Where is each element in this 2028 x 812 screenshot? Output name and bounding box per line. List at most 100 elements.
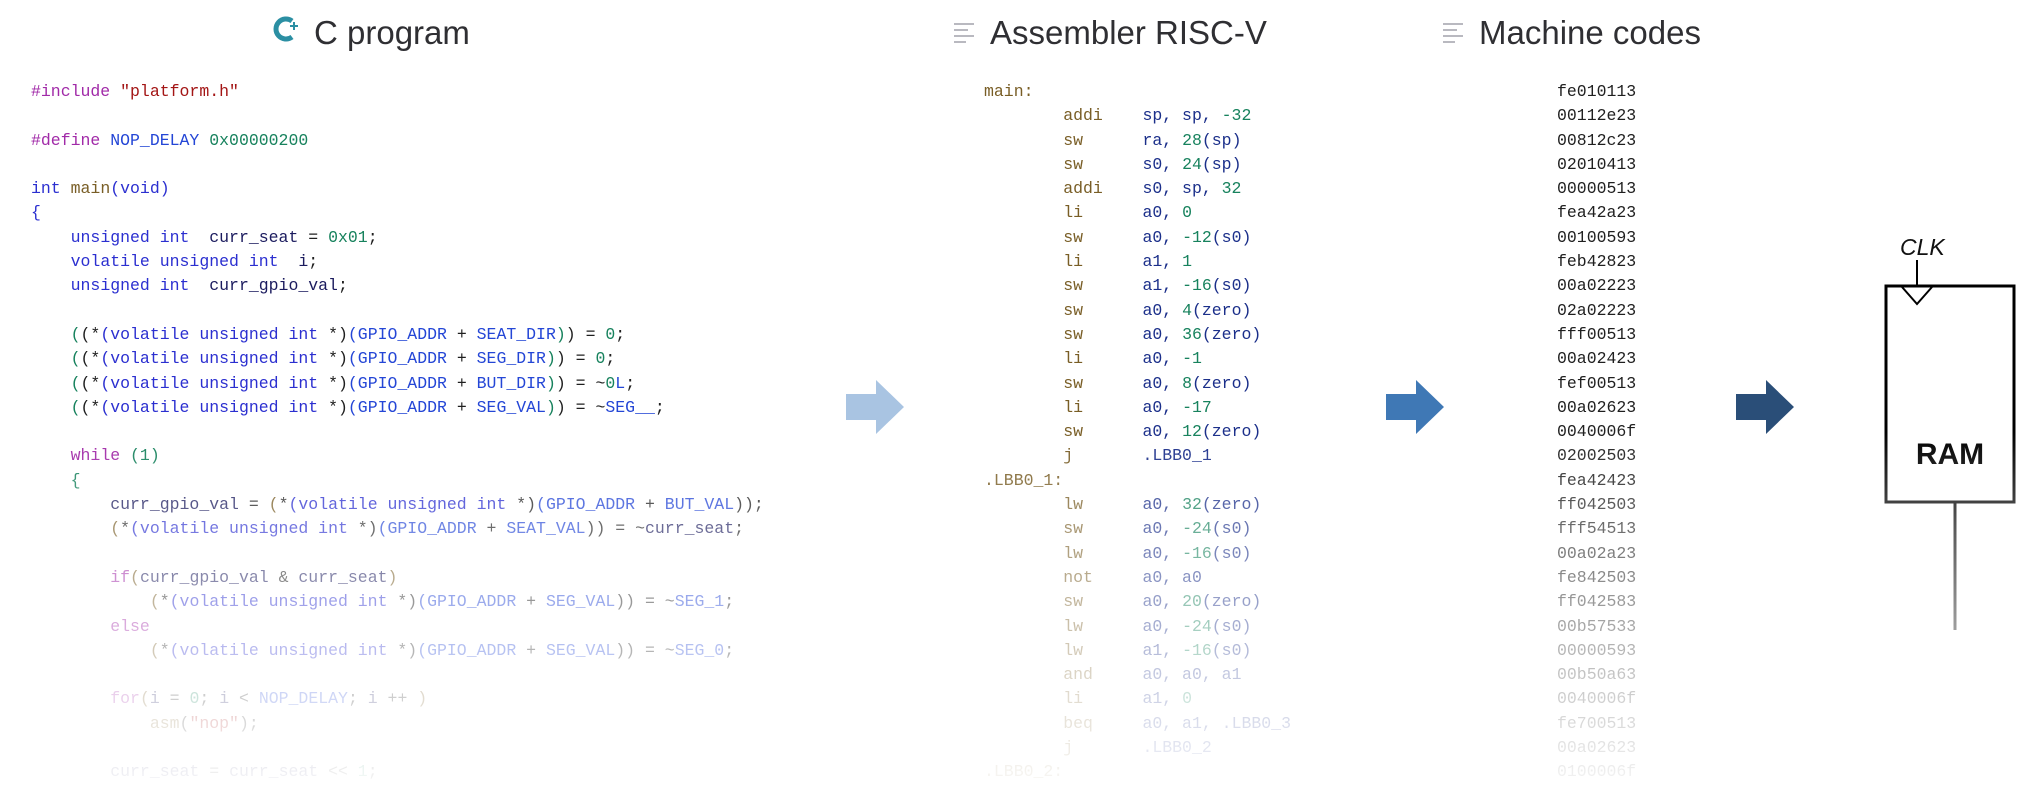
- code-token: +: [516, 592, 546, 612]
- code-token: [1103, 106, 1143, 125]
- code-token: [1103, 179, 1143, 198]
- assembler-line: lw a1, -16(s0): [984, 639, 1291, 663]
- code-token: +: [476, 519, 507, 539]
- code-token: 4: [1182, 300, 1192, 320]
- c-code-line: for(i = 0; i < NOP_DELAY; i ++ ): [31, 687, 764, 711]
- assembler-line: not a0, a0: [984, 566, 1291, 590]
- code-token: SEAT_VAL: [506, 519, 586, 539]
- code-token: 24: [1182, 154, 1202, 174]
- code-token: [984, 276, 1063, 295]
- code-token: ;: [625, 373, 636, 393]
- code-token: +: [446, 397, 477, 417]
- c-code-line: ((*(volatile unsigned int *)(GPIO_ADDR +…: [31, 323, 764, 347]
- code-token: lw: [1063, 616, 1084, 636]
- code-token: [1083, 592, 1142, 611]
- code-token: unsigned int: [70, 276, 210, 296]
- c-code-line: [31, 299, 764, 323]
- code-token: 8: [1182, 373, 1192, 393]
- assembler-line: sw a0, 4(zero): [984, 299, 1291, 323]
- code-token: sw: [1063, 519, 1084, 539]
- document-lines-icon: [1443, 14, 1465, 52]
- code-token: 20: [1182, 592, 1202, 612]
- code-token: [1083, 422, 1142, 441]
- machine-code-line: ff042503: [1557, 495, 1637, 515]
- code-token: s0, sp,: [1142, 179, 1222, 199]
- code-token: (: [268, 495, 279, 515]
- code-token: [31, 714, 150, 733]
- code-token: =: [199, 762, 230, 782]
- machine-code-line: 02010413: [1557, 154, 1637, 174]
- c-code-line: ((*(volatile unsigned int *)(GPIO_ADDR +…: [31, 396, 764, 420]
- code-token: (volatile unsigned int: [169, 592, 398, 612]
- code-token: (zero): [1201, 324, 1262, 344]
- code-token: a0,: [1142, 592, 1183, 612]
- assembler-line: .LBB0_1:: [984, 469, 1291, 493]
- machine-code-line: 00a02623: [1557, 738, 1637, 758]
- c-code-line: ((*(volatile unsigned int *)(GPIO_ADDR +…: [31, 347, 764, 371]
- code-token: [1083, 349, 1142, 368]
- code-token: [1083, 276, 1142, 295]
- c-code-line: [31, 153, 764, 177]
- code-token: SEG_VAL: [545, 592, 616, 612]
- machine-code-line: ff042583: [1557, 592, 1637, 612]
- code-token: (GPIO_ADDR: [347, 324, 447, 344]
- code-token: [1083, 689, 1142, 708]
- assembler-line: li a1, 1: [984, 250, 1291, 274]
- code-token: if: [110, 567, 131, 587]
- code-token: 32: [1221, 179, 1242, 199]
- code-token: [1083, 228, 1142, 247]
- code-token: a1,: [1142, 276, 1183, 296]
- code-token: [1073, 738, 1142, 757]
- c-code-line: ((*(volatile unsigned int *)(GPIO_ADDR +…: [31, 372, 764, 396]
- code-token: +: [446, 373, 477, 393]
- code-token: +: [446, 349, 477, 369]
- c-code-line: curr_gpio_val = (*(volatile unsigned int…: [31, 493, 764, 517]
- code-token: #include: [31, 82, 121, 101]
- code-token: )) = ~: [615, 640, 675, 660]
- assembler-line: sw a1, -16(s0): [984, 274, 1291, 298]
- code-token: main:: [984, 82, 1034, 101]
- machine-code-line: 02002503: [1557, 446, 1637, 466]
- code-token: 0: [1182, 203, 1192, 223]
- c-code-line: [31, 542, 764, 566]
- c-language-icon: [270, 14, 300, 52]
- code-token: sw: [1063, 324, 1084, 344]
- code-token: [31, 592, 150, 611]
- code-token: 0: [595, 349, 606, 369]
- code-token: sw: [1063, 373, 1084, 393]
- code-token: SEG_0: [674, 640, 725, 660]
- code-token: curr_gpio_val: [110, 495, 239, 515]
- code-token: [1083, 398, 1142, 417]
- code-token: [1083, 544, 1142, 563]
- code-token: (void): [110, 179, 170, 199]
- code-token: ;: [367, 762, 378, 782]
- code-token: [31, 689, 110, 708]
- assembler-line: addi sp, sp, -32: [984, 104, 1291, 128]
- c-code-line: [31, 420, 764, 444]
- code-token: a1,: [1142, 252, 1183, 272]
- code-token: (zero): [1201, 495, 1262, 515]
- code-token: [984, 301, 1063, 320]
- code-token: 0: [1182, 689, 1192, 709]
- code-token: [1083, 617, 1142, 636]
- code-token: -32: [1221, 106, 1252, 126]
- code-token: curr_seat: [209, 227, 299, 247]
- code-token: j: [1063, 738, 1074, 758]
- code-token: [31, 446, 71, 465]
- code-token: -16: [1182, 276, 1212, 296]
- code-token: a0,: [1142, 397, 1183, 417]
- code-token: (s0): [1211, 227, 1252, 247]
- assembler-line: main:: [984, 80, 1291, 104]
- code-token: *): [397, 640, 418, 660]
- machine-code-line: fff54513: [1557, 519, 1637, 539]
- code-token: -1: [1182, 349, 1202, 369]
- assembler-line: sw s0, 24(sp): [984, 153, 1291, 177]
- machine-code-line: fe010113: [1557, 82, 1637, 101]
- code-token: ): [545, 397, 556, 417]
- code-token: ;: [724, 592, 735, 612]
- code-token: (: [70, 324, 81, 344]
- machine-code-line: fe700513: [1557, 713, 1637, 733]
- code-token: SEG_VAL: [476, 397, 546, 417]
- code-token: a0,: [1142, 616, 1183, 636]
